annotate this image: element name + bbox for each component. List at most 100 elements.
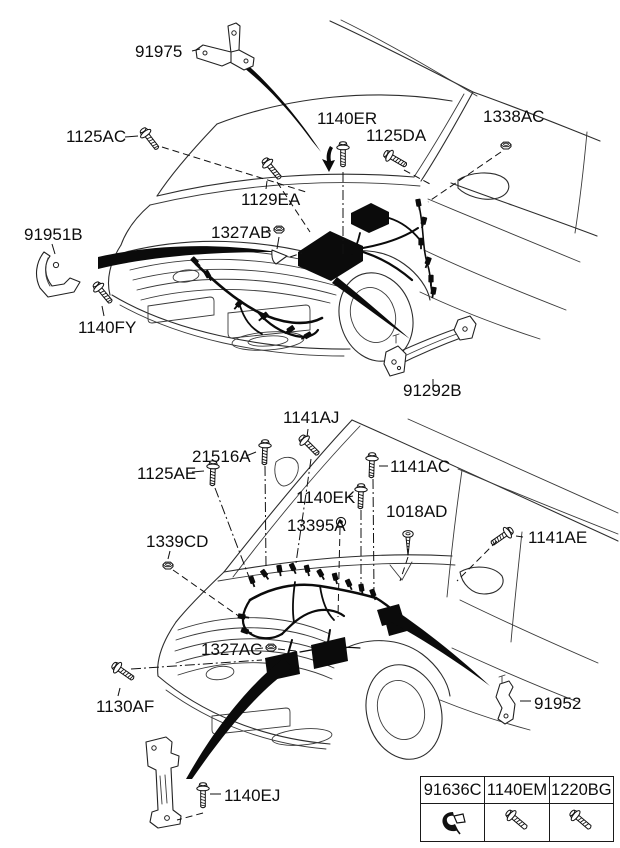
bolt-icon-1140EK (353, 482, 368, 510)
part-label-1327AB: 1327AB (211, 223, 272, 242)
nut-icon-1327AC (265, 643, 277, 652)
leader-1141AE-short (515, 535, 524, 538)
table-cell-91636C (421, 803, 486, 841)
part-label-1129EA: 1129EA (241, 190, 301, 209)
bracket-91952 (495, 674, 516, 725)
bracket-91951B (35, 251, 81, 298)
part-label-1339CD: 1339CD (146, 532, 208, 551)
bolt-icon-1140ER (336, 141, 350, 168)
harness-top (189, 197, 438, 343)
connector-icon (427, 273, 435, 288)
leader-1327AC (277, 648, 297, 652)
bolt-icon-1140EJ (196, 782, 210, 809)
swoosh-stroke (186, 658, 292, 779)
leader-1129EA-short (265, 180, 268, 190)
swoosh-stroke (332, 277, 410, 339)
leader-1339CD (172, 569, 241, 618)
leader-1130AF-short (117, 687, 121, 697)
part-label-13395A: 13395A (287, 516, 346, 535)
bolt-icon-1125AC (136, 124, 163, 154)
car-outline-bottom (157, 418, 619, 760)
labels-bottom: 1141AJ 21516A 1125AE 1141AC 1140EK 13395… (96, 408, 587, 805)
leaders-top (51, 48, 502, 388)
bolt-icon-1141AC (364, 451, 379, 479)
connector-icon (275, 563, 285, 578)
leader-1130AF (130, 659, 263, 670)
part-label-91975: 91975 (135, 42, 182, 61)
connector-icon (302, 563, 313, 578)
leader-1140EK-short (347, 495, 354, 498)
part-label-1130AF: 1130AF (96, 697, 154, 716)
swoosh-stroke (98, 246, 277, 269)
connector-icon (287, 561, 300, 576)
bolt-icon (569, 809, 592, 830)
leader-1018AD (399, 556, 409, 582)
part-label-1327AC: 1327AC (201, 640, 262, 659)
car-outline-top (107, 19, 601, 362)
leaders-bottom (117, 428, 531, 821)
bolt-icon-21516A (257, 438, 272, 466)
table-header-row: 91636C 1140EM 1220BG (421, 777, 613, 803)
bracket-91292B (383, 315, 477, 377)
connector-icon (247, 574, 258, 589)
bolt-icon-1125DA (380, 146, 410, 172)
part-label-1018AD: 1018AD (386, 502, 447, 521)
bottom-diagram: 1141AJ 21516A 1125AE 1141AC 1140EK 13395… (96, 408, 619, 829)
leader-1327AB (289, 252, 303, 258)
part-label-1140FY: 1140FY (78, 318, 136, 337)
leader-21516A-short (245, 451, 257, 457)
labels-top: 91975 1125AC 1140ER 1125DA 1338AC 1129EA… (24, 42, 544, 400)
bolt-icon-1141AJ (295, 431, 324, 460)
part-label-1125AC: 1125AC (66, 127, 126, 146)
part-label-1141AJ: 1141AJ (283, 408, 339, 427)
leader-1327AC-short (254, 647, 264, 650)
part-label-1141AC: 1141AC (390, 457, 450, 476)
table-header-1140EM: 1140EM (485, 777, 550, 803)
leader-1141AJ-short (306, 428, 309, 438)
part-label-91952: 91952 (534, 694, 581, 713)
part-label-1141AE: 1141AE (528, 528, 587, 547)
part-label-21516A: 21516A (192, 447, 251, 466)
table-header-91636C: 91636C (421, 777, 486, 803)
part-label-91951B: 91951B (24, 225, 83, 244)
top-diagram: 91975 1125AC 1140ER 1125DA 1338AC 1129EA… (24, 19, 601, 400)
screw-icon-1018AD (402, 530, 414, 556)
part-label-1125DA: 1125DA (366, 126, 427, 145)
table-header-1220BG: 1220BG (551, 781, 612, 799)
leader-1140FY (101, 305, 105, 317)
nut-icon-1338AC (500, 141, 512, 150)
leader-1125AE (214, 487, 250, 578)
swooshes-bottom (186, 612, 490, 779)
table-cell-1140EM (485, 803, 550, 841)
connector-icon (417, 236, 425, 251)
bracket-lower-left (145, 736, 182, 829)
swoosh-stroke (391, 612, 490, 686)
leader-91975 (191, 48, 201, 52)
part-label-91292B: 91292B (403, 381, 462, 400)
bolt-icon (505, 809, 528, 830)
leader-1141AC (372, 478, 375, 594)
leader-1125AE-short (191, 470, 205, 473)
connector-icon (343, 577, 356, 592)
nut-icon-1339CD (162, 561, 174, 570)
bolt-icon-1130AF (108, 658, 138, 685)
leader-1140EJ (176, 812, 204, 821)
leader-1125AC (161, 146, 307, 193)
leader-1141AE (456, 540, 498, 582)
leader-13395A (337, 527, 341, 618)
leader-21516A (264, 465, 267, 567)
part-label-1140EK: 1140EK (296, 488, 356, 507)
leader-1125AC-short (124, 135, 139, 138)
leader-1327AB-drop (276, 236, 280, 250)
part-label-1140ER: 1140ER (317, 109, 377, 128)
part-label-1125AE: 1125AE (137, 464, 196, 483)
leader-1339CD-short (167, 550, 171, 560)
fasteners-top (89, 124, 512, 307)
leader-1338AC (427, 151, 502, 203)
connector-icon (315, 567, 328, 582)
connector-icon (258, 567, 272, 582)
table-icon-row (421, 803, 613, 841)
bracket-91975 (195, 22, 255, 71)
